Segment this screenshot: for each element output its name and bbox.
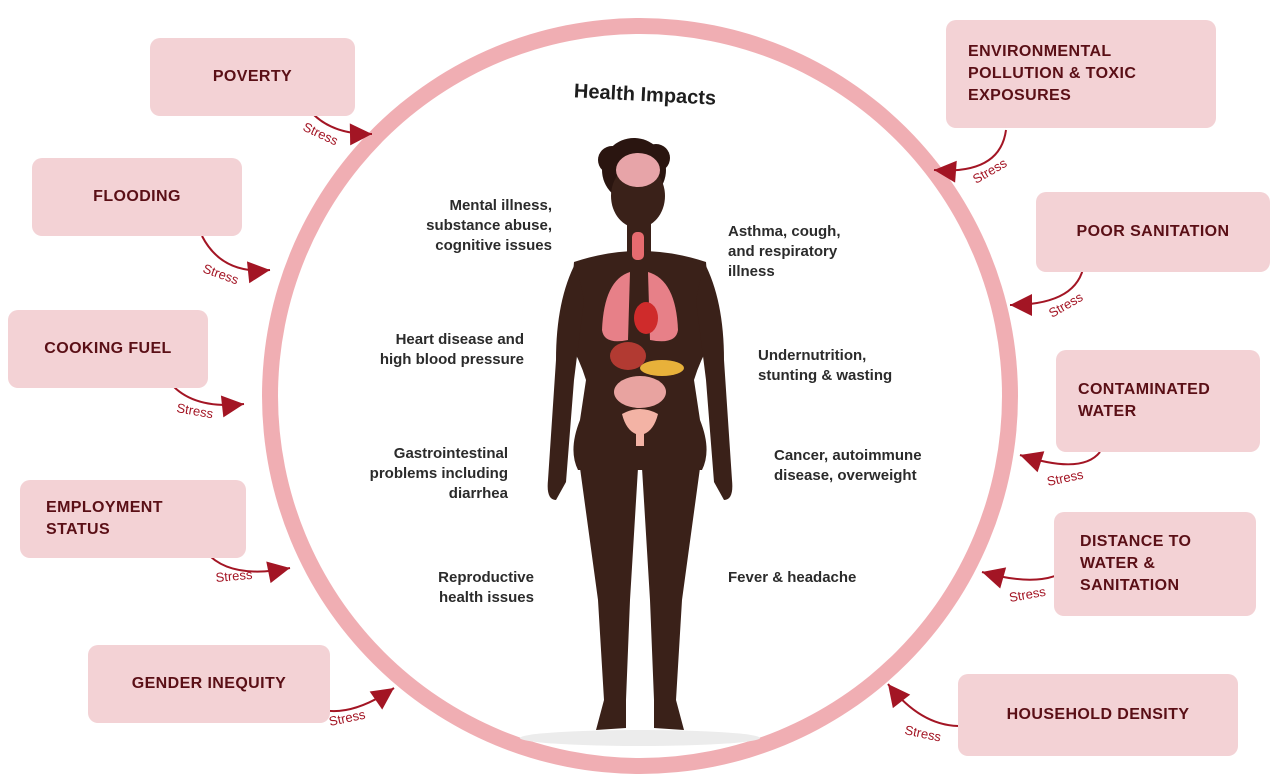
stressor-box-environmental-pollution: ENVIRONMENTAL POLLUTION & TOXIC EXPOSURE…: [946, 20, 1216, 128]
arrowhead-icon: [246, 261, 270, 284]
heart-icon: [634, 302, 658, 334]
stressor-label: FLOODING: [93, 188, 181, 205]
stress-label: Stress: [328, 706, 368, 728]
stress-label: Stress: [301, 119, 341, 148]
stress-label: Stress: [215, 567, 254, 585]
stressor-box-employment-status: EMPLOYMENT STATUS: [20, 480, 246, 558]
stress-arrow: Stress: [1019, 451, 1101, 489]
stressor-box-gender-inequity: GENDER INEQUITY: [88, 645, 330, 723]
arrowhead-icon: [934, 160, 957, 183]
stressor-box-cooking-fuel: COOKING FUEL: [8, 310, 208, 388]
stressor-label: ENVIRONMENTAL POLLUTION & TOXIC EXPOSURE…: [968, 43, 1137, 104]
stressor-label: DISTANCE TO WATER & SANITATION: [1080, 533, 1192, 594]
stress-arrow: Stress: [201, 235, 271, 288]
stressor-box-flooding: FLOODING: [32, 158, 242, 236]
stressor-label: EMPLOYMENT STATUS: [46, 499, 163, 538]
impact-heart-disease: Heart disease and high blood pressure: [379, 331, 524, 368]
impact-cancer: Cancer, autoimmune disease, overweight: [774, 447, 922, 484]
arrowhead-icon: [888, 684, 911, 709]
stress-label: Stress: [1008, 584, 1047, 605]
stressor-label: HOUSEHOLD DENSITY: [1006, 706, 1190, 723]
stress-label: Stress: [1046, 466, 1086, 488]
impact-mental-illness: Mental illness, substance abuse, cogniti…: [426, 197, 552, 254]
stressor-box-household-density: HOUSEHOLD DENSITY: [958, 674, 1238, 756]
arrowhead-icon: [1020, 451, 1045, 473]
stress-arrow: Stress: [1009, 263, 1086, 321]
arrowhead-icon: [982, 567, 1007, 589]
stress-label: Stress: [201, 261, 241, 288]
body-figure: [520, 138, 760, 746]
stressor-label: CONTAMINATED WATER: [1078, 381, 1211, 420]
stressor-label: POOR SANITATION: [1076, 223, 1230, 240]
impact-undernutrition: Undernutrition, stunting & wasting: [758, 347, 893, 384]
uterus-icon: [622, 409, 658, 446]
lungs-icon: [602, 272, 630, 342]
arrowhead-icon: [220, 395, 244, 418]
stressor-box-contaminated-water: CONTAMINATED WATER: [1056, 350, 1260, 452]
arrowhead-icon: [369, 688, 394, 710]
impact-gastrointestinal: Gastrointestinal problems including diar…: [369, 445, 508, 502]
stress-arrow: Stress: [887, 683, 959, 745]
brain-icon: [616, 153, 660, 187]
arrowhead-icon: [266, 561, 290, 584]
arrowhead-icon: [349, 123, 372, 146]
stressor-label: POVERTY: [212, 68, 293, 85]
stress-label: Stress: [903, 722, 943, 744]
stress-arrow: Stress: [205, 551, 291, 585]
stressor-label: COOKING FUEL: [44, 340, 172, 357]
arrowhead-icon: [1010, 294, 1032, 316]
impact-asthma: Asthma, cough, and respiratory illness: [728, 223, 841, 280]
impact-reproductive-health: Reproductive health issues: [438, 569, 534, 606]
stressor-box-poor-sanitation: POOR SANITATION: [1036, 192, 1270, 272]
stressor-box-distance-to-water: DISTANCE TO WATER & SANITATION: [1054, 512, 1256, 616]
stress-label: Stress: [175, 400, 214, 421]
impact-fever-headache: Fever & headache: [728, 569, 857, 586]
stressor-label: GENDER INEQUITY: [131, 675, 287, 692]
stressor-box-poverty: POVERTY: [150, 38, 355, 116]
